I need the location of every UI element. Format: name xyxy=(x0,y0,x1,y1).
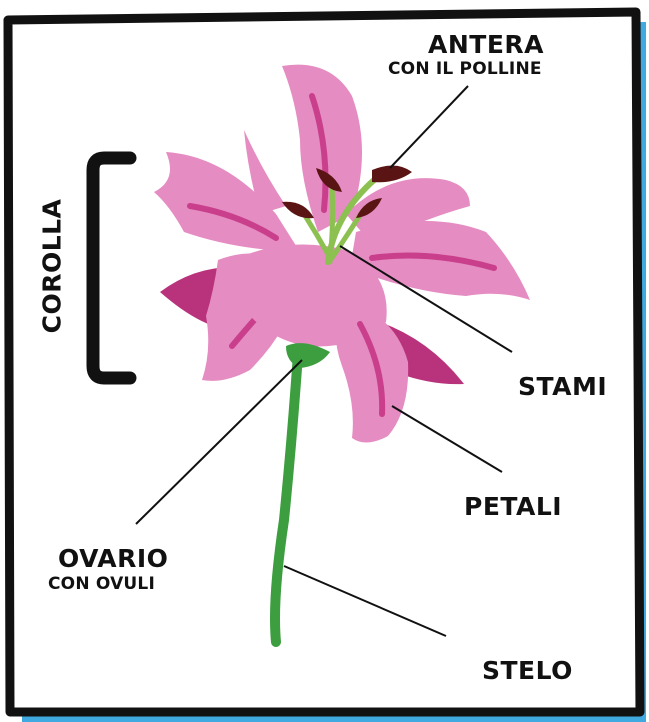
stelo-label: STELO xyxy=(482,658,573,683)
corolla-label: COROLLA xyxy=(40,199,65,334)
antera-sublabel: CON IL POLLINE xyxy=(388,61,542,78)
stami-label: STAMI xyxy=(518,374,607,399)
ovario-sublabel: CON OVULI xyxy=(48,576,155,593)
ovario-label: OVARIO xyxy=(58,546,168,571)
petali-label: PETALI xyxy=(464,494,562,519)
antera-label: ANTERA xyxy=(428,32,544,57)
